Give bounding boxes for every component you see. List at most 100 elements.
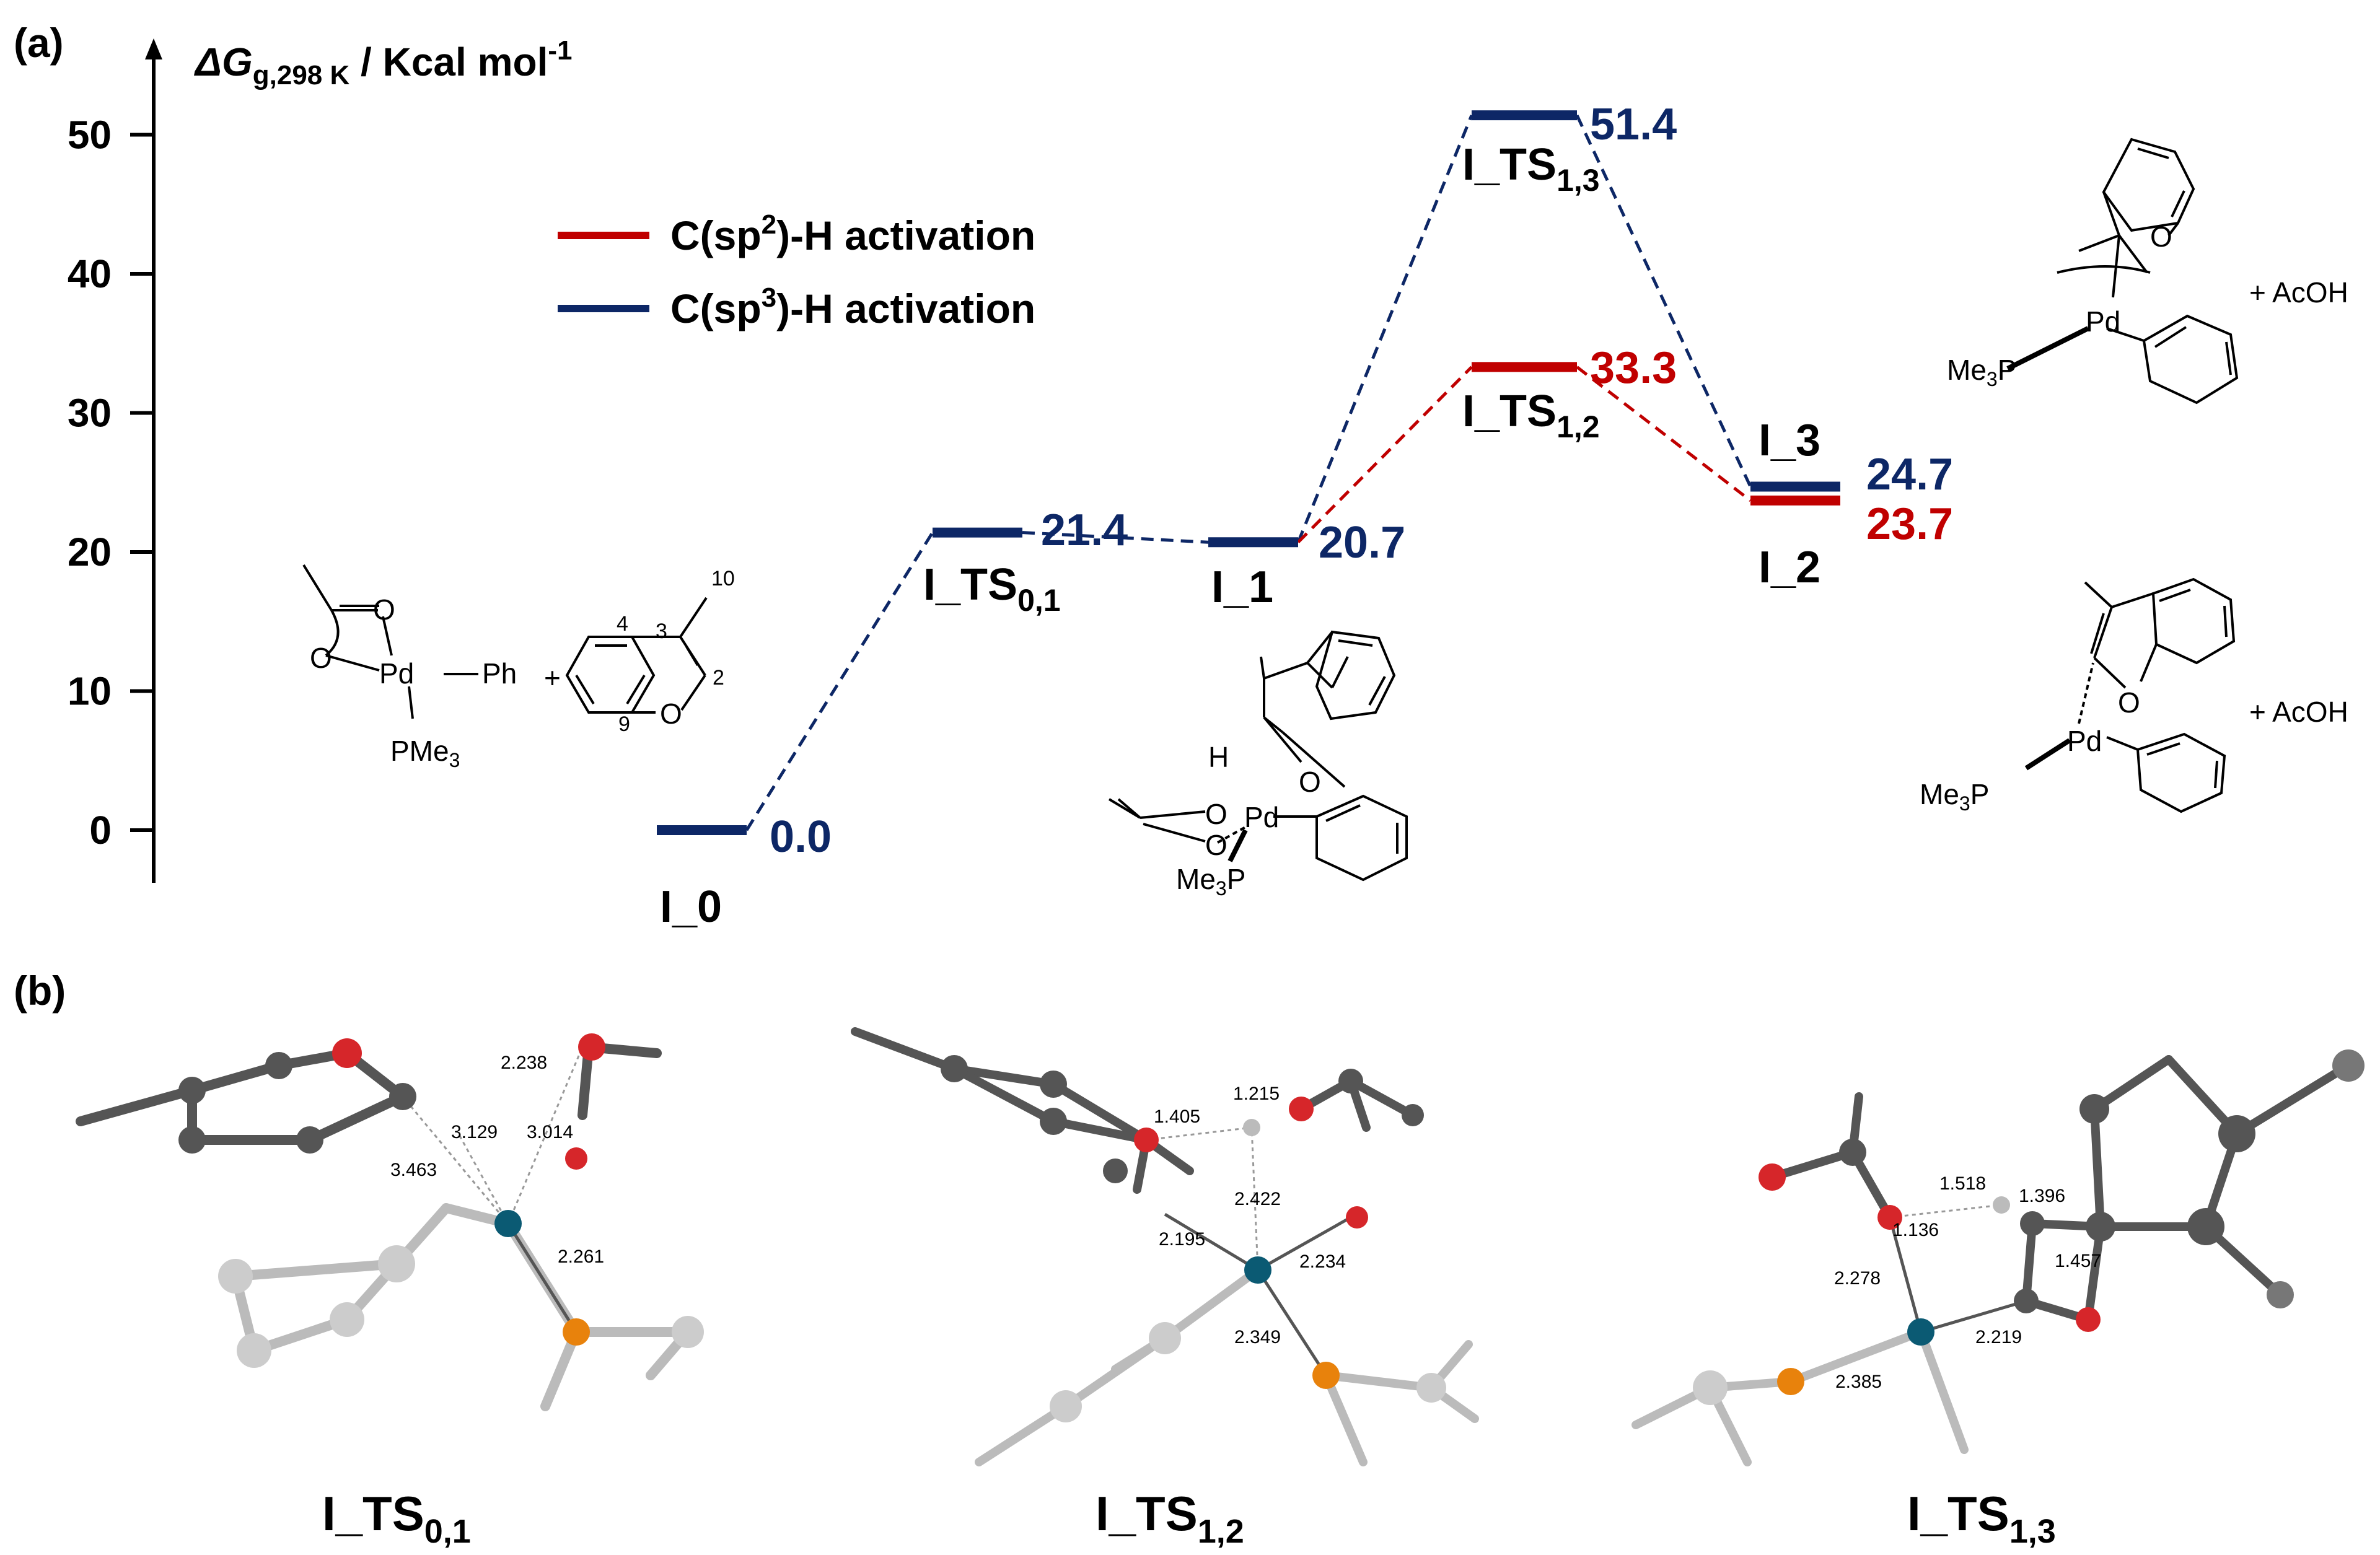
structure-title-ts13: I_TS1,3 — [1907, 1486, 2056, 1550]
ts12-label-0: 1.405 — [1154, 1106, 1200, 1127]
panel-label-b: (b) — [14, 968, 66, 1014]
connector-I1-ITS12 — [1297, 366, 1473, 544]
ts01-label-1: 3.129 — [451, 1122, 498, 1142]
reactant-n3: 3 — [656, 620, 667, 643]
level-name-ITS13: I_TS1,3 — [1462, 140, 1600, 198]
i2-pd: Pd — [2067, 725, 2102, 757]
connector-I1-ITS13 — [1296, 115, 1473, 543]
y-tick-label-40: 40 — [68, 252, 112, 296]
i3-pd: Pd — [2086, 305, 2120, 338]
reactant-n2: 2 — [713, 666, 724, 690]
reactant-n9: 9 — [618, 712, 630, 736]
y-axis-title-main: ΔG — [194, 40, 253, 84]
i3-labels: O Pd Me3P + AcOH — [1947, 221, 2348, 390]
reactant-plus: + — [544, 662, 561, 694]
ts12-label-4: 2.234 — [1299, 1251, 1346, 1272]
i1-pd: Pd — [1244, 801, 1279, 833]
reactant-pd: Pd — [379, 657, 414, 690]
i1-o-ring: O — [1299, 766, 1321, 798]
i1-h: H — [1208, 741, 1229, 773]
i1-structure — [1108, 630, 1408, 882]
connectors — [745, 115, 1752, 831]
ts13-label-5: 2.219 — [1975, 1327, 2022, 1347]
level-name-ITS01: I_TS0,1 — [923, 560, 1061, 618]
i1-o1: O — [1205, 798, 1227, 830]
i3-structure — [2006, 138, 2239, 405]
legend-label-sp3: C(sp3)-H activation — [670, 283, 1035, 331]
ts01-label-2: 3.014 — [527, 1122, 573, 1142]
structure-title-ts12: I_TS1,2 — [1096, 1486, 1244, 1550]
y-tick-label-50: 50 — [68, 113, 112, 157]
ts13-label-3: 1.457 — [2055, 1251, 2101, 1271]
i1-labels: H O O O Pd Me3P — [1176, 741, 1321, 900]
value-label-I3: 24.7 — [1866, 450, 1953, 499]
structure-title-ts01: I_TS0,1 — [322, 1486, 471, 1550]
i2-o: O — [2118, 686, 2140, 719]
reactant-ph: Ph — [482, 657, 517, 690]
connector-ITS12-I2 — [1576, 366, 1752, 502]
value-label-I2: 23.7 — [1866, 499, 1953, 549]
level-name-ITS12: I_TS1,2 — [1462, 387, 1600, 444]
level-names: I_0 I_TS0,1 I_1 I_TS1,3 I_TS1,2 I_3 I_2 — [660, 140, 1820, 932]
legend-label-sp2: C(sp2)-H activation — [670, 209, 1035, 258]
ts13-label-4: 2.278 — [1834, 1268, 1881, 1289]
y-tick-label-10: 10 — [68, 669, 112, 714]
ts12-label-5: 2.349 — [1234, 1327, 1281, 1347]
i2-me3p: Me3P — [1920, 778, 1989, 815]
reactant-o1: O — [373, 594, 395, 626]
value-label-I1: 20.7 — [1319, 518, 1405, 567]
reactant-structure — [302, 564, 708, 719]
connector-ITS01-I1 — [1022, 531, 1209, 544]
i3-acoh: + AcOH — [2249, 276, 2348, 309]
structure-ts01: 2.238 3.129 3.014 3.463 2.261 — [76, 1033, 704, 1411]
reactant-o2: O — [310, 642, 332, 674]
i1-o2: O — [1205, 829, 1227, 861]
y-tick-label-30: 30 — [68, 391, 112, 436]
ts13-label-2: 1.136 — [1892, 1220, 1939, 1240]
ts12-label-2: 2.422 — [1234, 1189, 1281, 1209]
structure-ts13: 1.518 1.396 1.136 1.457 2.278 2.219 2.38… — [1631, 1049, 2365, 1466]
legend: C(sp2)-H activation C(sp3)-H activation — [558, 209, 1035, 331]
value-label-ITS01: 21.4 — [1041, 506, 1128, 555]
value-label-ITS12: 33.3 — [1590, 343, 1677, 393]
ts01-label-0: 2.238 — [501, 1053, 547, 1073]
ts12-label-3: 2.195 — [1159, 1229, 1205, 1250]
y-axis — [145, 38, 162, 883]
ts13-label-6: 2.385 — [1835, 1372, 1882, 1392]
reactant-n4: 4 — [617, 612, 628, 636]
ts13-label-0: 1.518 — [1939, 1173, 1986, 1194]
reactant-bf-o: O — [660, 698, 682, 730]
connector-I0-ITS01 — [745, 532, 934, 831]
level-name-I2: I_2 — [1759, 543, 1820, 592]
reactant-labels: O O Pd Ph PMe3 + O 2 3 4 9 10 — [310, 567, 735, 771]
i2-acoh: + AcOH — [2249, 696, 2348, 728]
y-axis-title-sup: -1 — [548, 35, 572, 66]
level-name-I0: I_0 — [660, 882, 722, 932]
value-labels: 0.0 21.4 20.7 51.4 33.3 24.7 23.7 — [770, 100, 1953, 862]
ts01-label-3: 3.463 — [390, 1160, 437, 1180]
ts01-label-4: 2.261 — [558, 1246, 604, 1267]
level-name-I1: I_1 — [1211, 563, 1273, 612]
i1-me3p: Me3P — [1176, 863, 1245, 900]
i3-me3p: Me3P — [1947, 354, 2016, 390]
value-label-I0: 0.0 — [770, 812, 832, 862]
connector-ITS13-I3 — [1575, 115, 1752, 488]
i3-o: O — [2150, 221, 2172, 253]
reactant-n10: 10 — [711, 567, 735, 590]
reactant-pme3: PMe3 — [390, 735, 460, 771]
y-tick-label-20: 20 — [68, 530, 112, 574]
y-axis-title-sub: g,298 K — [253, 60, 350, 90]
ts12-label-1: 1.215 — [1233, 1084, 1280, 1104]
structure-ts12: 1.405 1.215 2.422 2.195 2.234 2.349 — [851, 1027, 1479, 1466]
value-label-ITS13: 51.4 — [1590, 100, 1677, 149]
y-axis-title: ΔGg,298 K / Kcal mol-1 — [194, 35, 572, 90]
level-name-I3: I_3 — [1759, 416, 1820, 465]
i2-labels: O Pd Me3P + AcOH — [1920, 686, 2348, 815]
panel-label-a: (a) — [14, 20, 64, 66]
ts13-label-1: 1.396 — [2019, 1186, 2065, 1206]
y-axis-ticks: 0 10 20 30 40 50 — [68, 113, 154, 852]
y-tick-label-0: 0 — [89, 808, 112, 852]
y-axis-title-unit: / Kcal mol — [349, 40, 548, 84]
energy-levels — [657, 110, 1840, 835]
